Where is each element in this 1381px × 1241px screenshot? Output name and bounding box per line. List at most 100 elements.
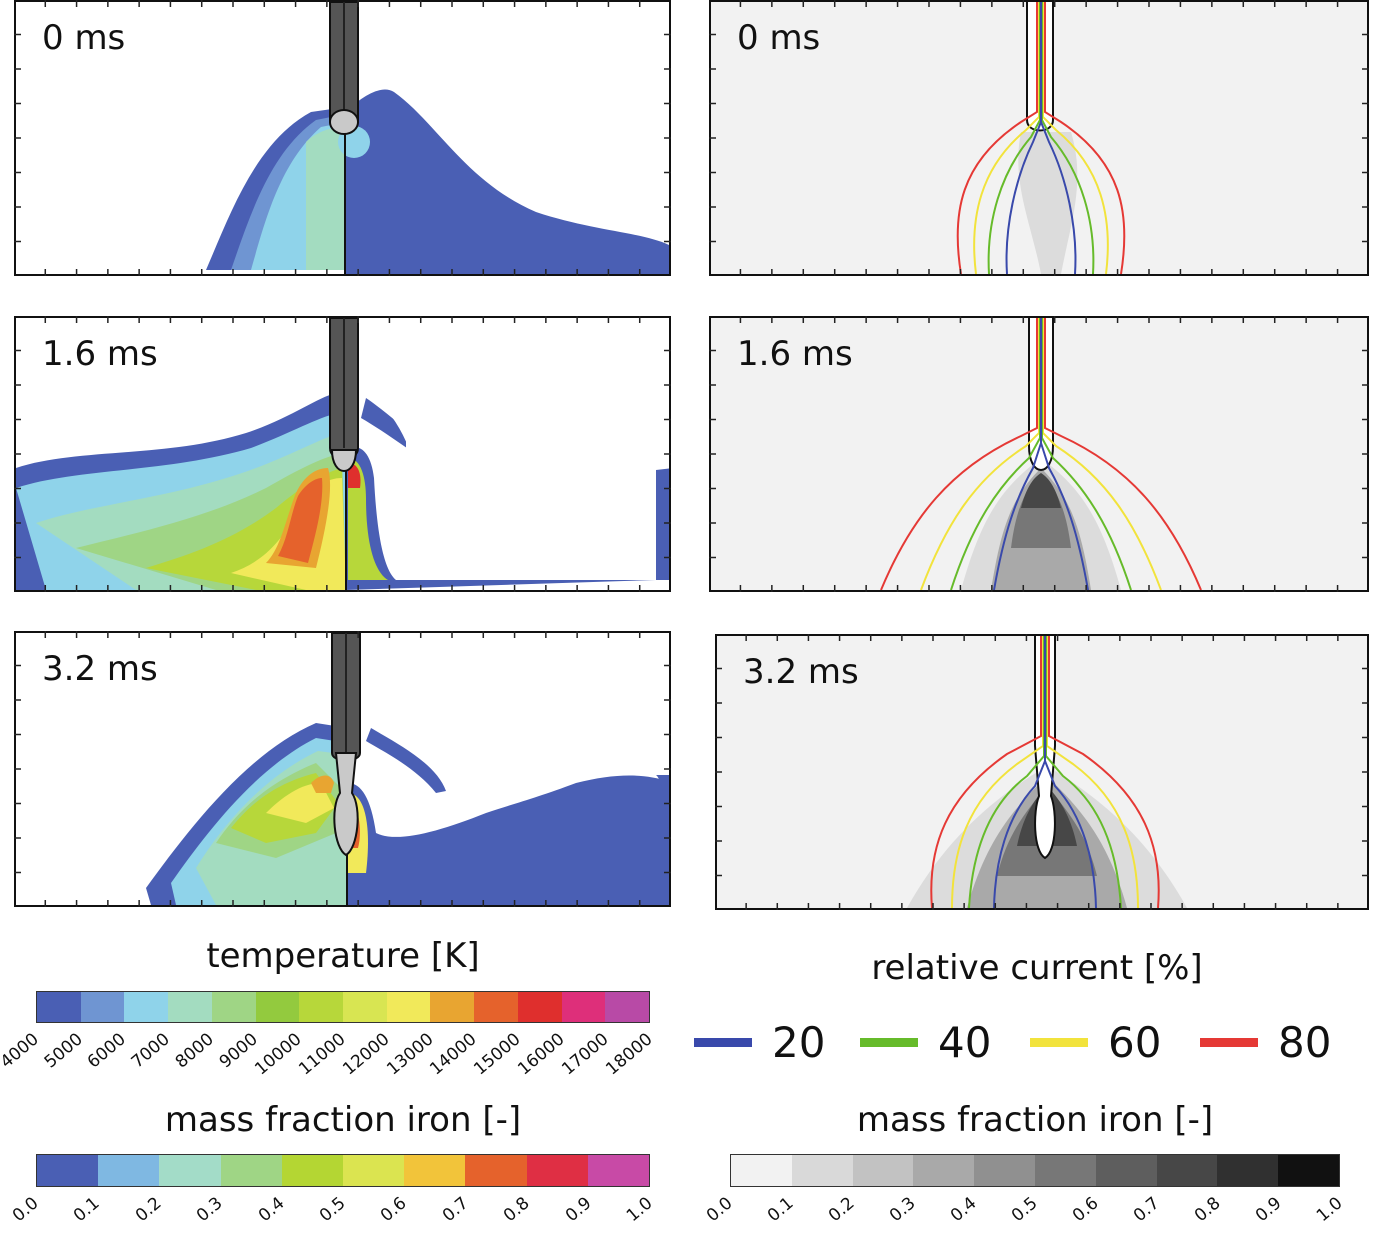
colorbar-segment bbox=[465, 1155, 527, 1186]
colorbar-tick-label: 10000 bbox=[251, 1029, 306, 1080]
colorbar-tick-label: 0.2 bbox=[131, 1193, 166, 1227]
legend-value: 80 bbox=[1278, 1018, 1332, 1067]
temperature-field-plot bbox=[206, 2, 669, 274]
iron-colorbar-left bbox=[36, 1154, 650, 1187]
colorbar-segment bbox=[343, 1155, 405, 1186]
iron-colorbar-title-left: mass fraction iron [-] bbox=[164, 1100, 522, 1140]
legend-value: 40 bbox=[938, 1018, 992, 1067]
colorbar-segment bbox=[561, 992, 606, 1022]
colorbar-segment bbox=[124, 992, 169, 1022]
colorbar-segment bbox=[974, 1155, 1035, 1186]
legend-value: 60 bbox=[1108, 1018, 1162, 1067]
colorbar-segment bbox=[1034, 1155, 1096, 1186]
colorbar-segment bbox=[211, 992, 256, 1022]
current-density-plot bbox=[907, 636, 1187, 908]
temperature-field-plot bbox=[146, 633, 669, 905]
colorbar-tick-label: 0.4 bbox=[254, 1193, 289, 1227]
colorbar-segment bbox=[430, 992, 475, 1022]
colorbar-segment bbox=[731, 1155, 792, 1186]
colorbar-tick-label: 0.1 bbox=[70, 1193, 104, 1227]
time-label: 3.2 ms bbox=[743, 652, 859, 692]
colorbar-tick-label: 18000 bbox=[602, 1029, 657, 1080]
colorbar-segment bbox=[255, 992, 300, 1022]
colorbar-tick-label: 0.8 bbox=[500, 1193, 534, 1227]
colorbar-tick-label: 0.9 bbox=[561, 1193, 596, 1227]
colorbar-segment bbox=[220, 1155, 282, 1186]
current-density-plot bbox=[880, 318, 1202, 590]
colorbar-segment bbox=[159, 1155, 221, 1186]
colorbar-segment bbox=[281, 1155, 344, 1186]
colorbar-segment bbox=[404, 1155, 466, 1186]
colorbar-segment bbox=[791, 1155, 853, 1186]
colorbar-tick-label: 0.4 bbox=[946, 1193, 981, 1227]
colorbar-tick-label: 0.6 bbox=[377, 1193, 411, 1227]
legend-swatch bbox=[860, 1038, 918, 1047]
colorbar-tick-label: 0.7 bbox=[1129, 1193, 1164, 1227]
iron-colorbar-title-right: mass fraction iron [-] bbox=[856, 1100, 1214, 1140]
colorbar-tick-label: 11000 bbox=[295, 1029, 350, 1080]
colorbar-segment bbox=[386, 992, 431, 1022]
colorbar-tick-label: 7000 bbox=[128, 1029, 175, 1073]
current-iron-panel-3.2ms: 3.2 ms bbox=[715, 634, 1369, 910]
colorbar-segment bbox=[605, 992, 650, 1022]
colorbar-tick-label: 0.5 bbox=[1007, 1193, 1042, 1227]
colorbar-tick-label: 1.0 bbox=[622, 1193, 657, 1227]
colorbar-segment bbox=[526, 1155, 588, 1186]
colorbar-segment bbox=[1095, 1155, 1157, 1186]
colorbar-segment bbox=[299, 992, 344, 1022]
temperature-colorbar bbox=[36, 991, 650, 1023]
time-label: 1.6 ms bbox=[737, 334, 853, 374]
colorbar-tick-label: 0.3 bbox=[193, 1193, 227, 1227]
colorbar-segment bbox=[1217, 1155, 1279, 1186]
colorbar-tick-label: 0.5 bbox=[315, 1193, 350, 1227]
colorbar-tick-label: 17000 bbox=[558, 1029, 613, 1080]
colorbar-segment bbox=[37, 1155, 99, 1186]
colorbar-tick-label: 4000 bbox=[0, 1029, 43, 1073]
colorbar-segment bbox=[913, 1155, 975, 1186]
current-density-plot bbox=[956, 2, 1126, 274]
time-label: 0 ms bbox=[737, 18, 821, 58]
legend-swatch bbox=[694, 1038, 752, 1047]
colorbar-segment bbox=[168, 992, 212, 1022]
colorbar-tick-label: 0.6 bbox=[1068, 1193, 1103, 1227]
iron-colorbar-right bbox=[730, 1154, 1340, 1187]
colorbar-tick-label: 16000 bbox=[514, 1029, 569, 1080]
current-legend-title: relative current [%] bbox=[871, 948, 1203, 988]
colorbar-segment bbox=[1278, 1155, 1339, 1186]
time-label: 1.6 ms bbox=[42, 334, 158, 374]
legend-swatch bbox=[1030, 1038, 1088, 1047]
temperature-iron-panel-3.2ms: 3.2 ms bbox=[14, 631, 671, 907]
colorbar-tick-label: 0.0 bbox=[702, 1193, 737, 1227]
current-iron-panel-1.6ms: 1.6 ms bbox=[709, 316, 1369, 592]
time-label: 0 ms bbox=[42, 18, 126, 58]
colorbar-tick-label: 0.8 bbox=[1190, 1193, 1225, 1227]
temperature-iron-panel-0ms: 0 ms bbox=[14, 0, 671, 276]
colorbar-tick-label: 0.1 bbox=[763, 1193, 798, 1227]
colorbar-tick-label: 6000 bbox=[84, 1029, 131, 1073]
colorbar-tick-label: 13000 bbox=[382, 1029, 438, 1080]
temperature-colorbar-title: temperature [K] bbox=[206, 936, 480, 976]
colorbar-tick-label: 1.0 bbox=[1312, 1193, 1347, 1227]
time-label: 3.2 ms bbox=[42, 649, 158, 689]
colorbar-tick-label: 5000 bbox=[40, 1029, 87, 1073]
colorbar-segment bbox=[587, 1155, 650, 1186]
colorbar-segment bbox=[98, 1155, 160, 1186]
colorbar-segment bbox=[474, 992, 518, 1022]
colorbar-tick-label: 0.3 bbox=[885, 1193, 920, 1227]
current-legend-item: 20 bbox=[694, 1018, 825, 1067]
colorbar-tick-label: 12000 bbox=[338, 1029, 394, 1080]
current-legend-item: 80 bbox=[1200, 1018, 1331, 1067]
colorbar-segment bbox=[37, 992, 81, 1022]
current-legend-item: 60 bbox=[1030, 1018, 1161, 1067]
colorbar-segment bbox=[852, 1155, 914, 1186]
current-iron-panel-0ms: 0 ms bbox=[709, 0, 1369, 276]
colorbar-tick-label: 0.2 bbox=[824, 1193, 859, 1227]
colorbar-tick-label: 8000 bbox=[171, 1029, 218, 1073]
colorbar-segment bbox=[80, 992, 125, 1022]
legend-swatch bbox=[1200, 1038, 1258, 1047]
colorbar-tick-label: 0.7 bbox=[438, 1193, 473, 1227]
colorbar-segment bbox=[343, 992, 387, 1022]
temperature-field-plot bbox=[16, 318, 669, 590]
temperature-iron-panel-1.6ms: 1.6 ms bbox=[14, 316, 671, 592]
colorbar-tick-label: 0.0 bbox=[8, 1193, 43, 1227]
